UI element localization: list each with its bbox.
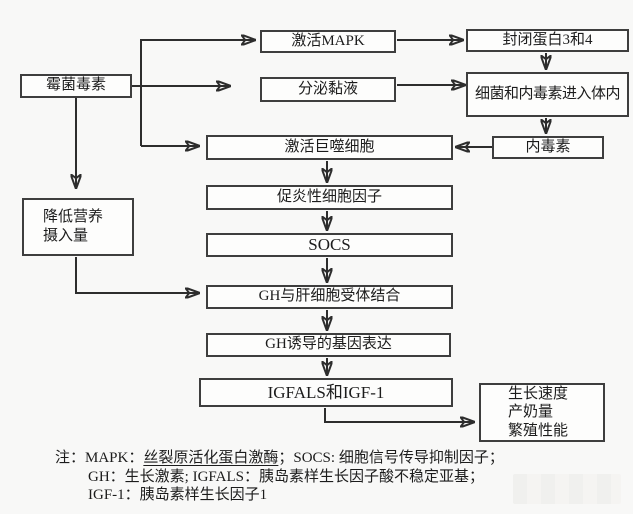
node-production-outcomes: 生长速度 产奶量 繁殖性能 [479,383,605,442]
footnote-line-3: IGF-1：胰岛素样生长因子1 [88,487,268,504]
node-gh-induced-gene-expression-label: GH诱导的基因表达 [265,336,392,353]
node-mycotoxin: 霉菌毒素 [20,74,132,98]
node-mycotoxin-label: 霉菌毒素 [45,77,106,94]
footnote-line-2: GH：生长激素; IGFALS：胰岛素样生长因子酸不稳定亚基； [88,468,484,485]
arrow-igfals-to-outcomes [324,408,474,422]
node-reduced-nutrient-intake-line2: 摄入量 [43,228,89,244]
node-gh-hepatocyte-receptor-label: GH与肝细胞受体结合 [258,288,401,305]
node-activate-mapk-label: 激活MAPK [291,32,365,49]
node-endotoxin-label: 内毒素 [525,138,571,155]
footnote-line1-underlined-term: 丝裂原活化蛋白激酶 [143,450,279,466]
node-igfals-igf1: IGFALS和IGF-1 [199,378,453,407]
node-activate-mapk: 激活MAPK [260,30,396,53]
node-bacteria-endotoxin-enter: 细菌和内毒素进入体内 [466,72,629,117]
arrow-reduced-intake-to-ghreceptor [75,257,199,293]
node-endotoxin: 内毒素 [492,136,604,159]
node-proinflammatory-cytokines: 促炎性细胞因子 [206,185,453,210]
node-mucus-secretion: 分泌黏液 [260,77,396,102]
node-socs-label: SOCS [308,235,351,255]
footnote-line1-suffix: ；SOCS: 细胞信号传导抑制因子； [278,450,504,466]
node-production-outcomes-line3: 繁殖性能 [508,422,569,439]
node-reduced-nutrient-intake-line1: 降低营养 [43,209,104,225]
footnote-legend: 注：MAPK：丝裂原活化蛋白激酶；SOCS: 细胞信号传导抑制因子； GH：生长… [55,449,615,505]
node-mucus-secretion-label: 分泌黏液 [297,80,358,97]
node-production-outcomes-line1: 生长速度 [508,385,569,402]
node-production-outcomes-line2: 产奶量 [508,404,554,421]
node-gh-hepatocyte-receptor: GH与肝细胞受体结合 [206,285,453,309]
node-bacteria-endotoxin-enter-label: 细菌和内毒素进入体内 [474,85,621,102]
node-occludin-3-4: 封闭蛋白3和4 [466,29,629,52]
node-socs: SOCS [206,233,453,257]
node-occludin-3-4-label: 封闭蛋白3和4 [502,31,593,48]
node-proinflammatory-cytokines-label: 促炎性细胞因子 [276,188,382,205]
node-igfals-igf1-label: IGFALS和IGF-1 [267,382,385,402]
watermark-blur [513,474,621,504]
footnote-line1-prefix: 注：MAPK： [55,450,144,466]
node-activate-macrophage-label: 激活巨噬细胞 [284,138,375,155]
node-activate-macrophage: 激活巨噬细胞 [206,135,453,160]
node-gh-induced-gene-expression: GH诱导的基因表达 [206,333,451,357]
node-reduced-nutrient-intake: 降低营养 摄入量 [22,198,134,256]
footnote-line-1: 注：MAPK：丝裂原活化蛋白激酶；SOCS: 细胞信号传导抑制因子； [55,449,615,468]
